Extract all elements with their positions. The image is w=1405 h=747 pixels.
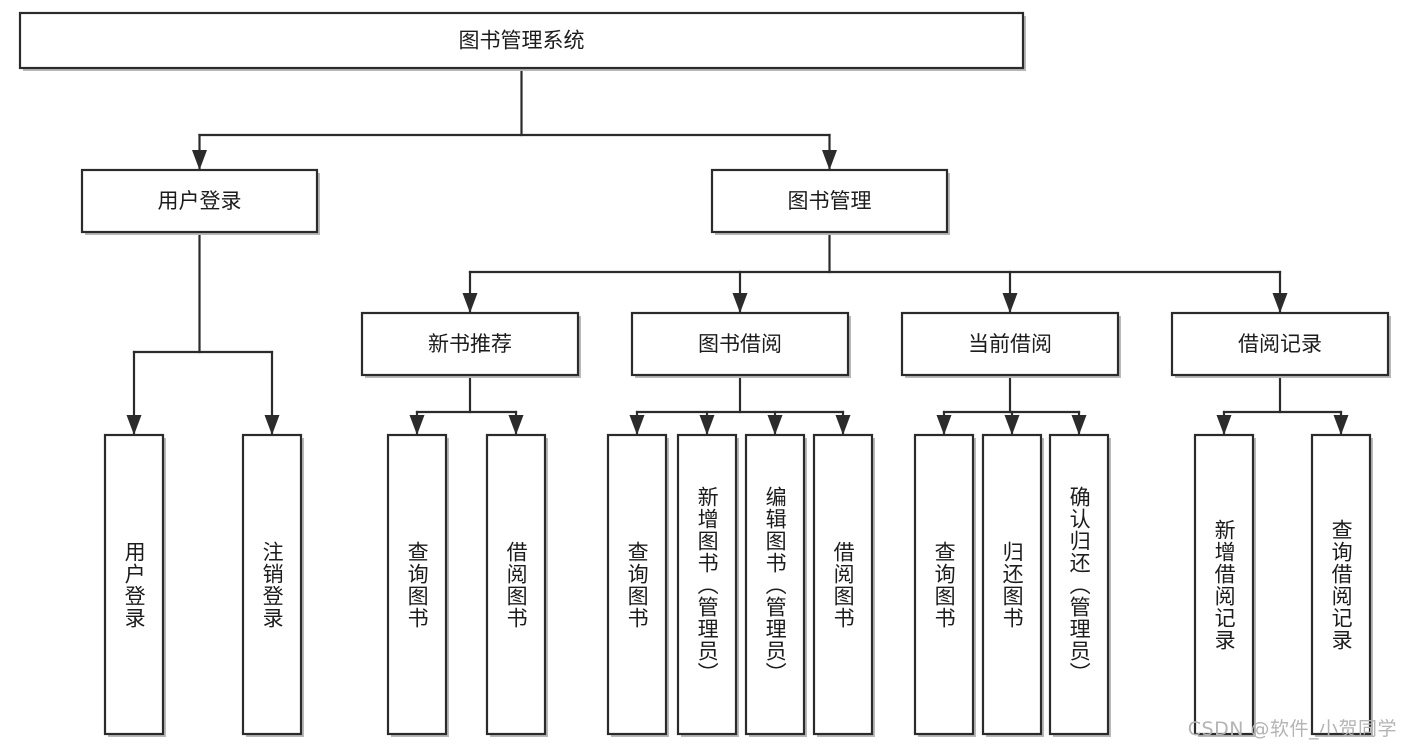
node-box-book-borrow[interactable] [630,311,850,377]
arrow-head [629,415,645,435]
arrow-head [409,415,425,435]
arrow-head [1216,415,1232,435]
node-box-add-book-admin[interactable] [676,433,738,736]
arrow-head [192,150,207,170]
node-box-add-borrow-record[interactable] [1193,433,1255,736]
node-box-query-book-3[interactable] [913,433,975,736]
node-label-current-borrow: 当前借阅 [968,332,1052,356]
arrow-head [835,415,851,435]
node-box-query-book-2[interactable] [606,433,668,736]
node-box-borrow-book-1[interactable] [485,433,547,736]
node-box-borrow-record[interactable] [1170,311,1390,377]
node-label-book-borrow: 图书借阅 [698,332,782,356]
node-box-borrow-book-2[interactable] [812,433,874,736]
node-label-user-login: 用户登录 [158,189,242,213]
node-box-query-borrow-record[interactable] [1310,433,1372,736]
node-box-root[interactable] [18,11,1025,70]
arrow-head [732,293,748,313]
arrow-head [1002,293,1018,313]
arrow-head [822,150,837,170]
node-box-new-book-recommend[interactable] [360,311,580,377]
node-box-return-book[interactable] [981,433,1043,736]
arrow-head [1071,415,1087,435]
node-label-new-book-recommend: 新书推荐 [428,332,512,356]
node-box-user-login-do[interactable] [103,433,165,736]
connector-layer [126,66,1349,436]
node-label-borrow-record: 借阅记录 [1238,332,1322,356]
node-box-user-login[interactable] [80,168,319,234]
arrow-head [508,415,524,435]
arrow-head [462,293,478,313]
node-box-query-book-1[interactable] [386,433,448,736]
arrow-head [699,415,715,435]
arrow-head [1272,293,1288,313]
arrow-head [264,415,280,435]
arrow-head [126,415,142,435]
arrow-head [1004,415,1020,435]
node-box-user-logout[interactable] [241,433,303,736]
arrow-head [936,415,952,435]
node-box-edit-book-admin[interactable] [744,433,806,736]
node-box-current-borrow[interactable] [900,311,1120,377]
node-label-book-management: 图书管理 [788,189,872,213]
arrow-head [1333,415,1349,435]
node-label-root: 图书管理系统 [459,29,585,53]
arrow-head [767,415,783,435]
watermark-text: CSDN @软件_小贺同学 [1187,718,1397,740]
node-box-confirm-return-admin[interactable] [1048,433,1110,736]
node-box-book-management[interactable] [710,168,949,234]
